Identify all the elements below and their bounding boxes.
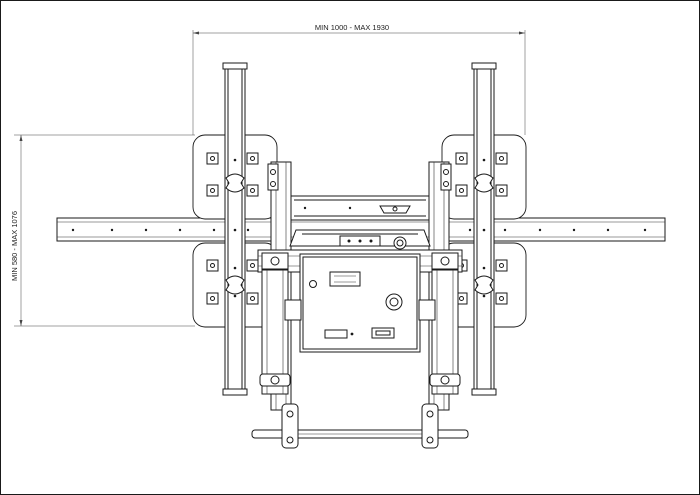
wall-bracket-bottom — [251, 403, 469, 449]
central-housing — [299, 253, 421, 353]
vertical-rail-right — [471, 62, 497, 396]
vertical-rail-left — [222, 62, 248, 396]
rotation-lock-icon — [385, 293, 403, 311]
hinge-knob — [393, 236, 407, 250]
height-dimension: MIN 580 - MAX 1076 — [10, 134, 195, 327]
cylinder-left — [259, 269, 302, 395]
hinge-plate — [289, 229, 431, 250]
height-dimension-label: MIN 580 - MAX 1076 — [10, 211, 19, 281]
width-dimension: MIN 1000 - MAX 1930 — [192, 23, 526, 135]
cylinder-right — [418, 269, 461, 395]
width-dimension-label: MIN 1000 - MAX 1930 — [315, 23, 389, 32]
top-bracket — [289, 195, 431, 221]
